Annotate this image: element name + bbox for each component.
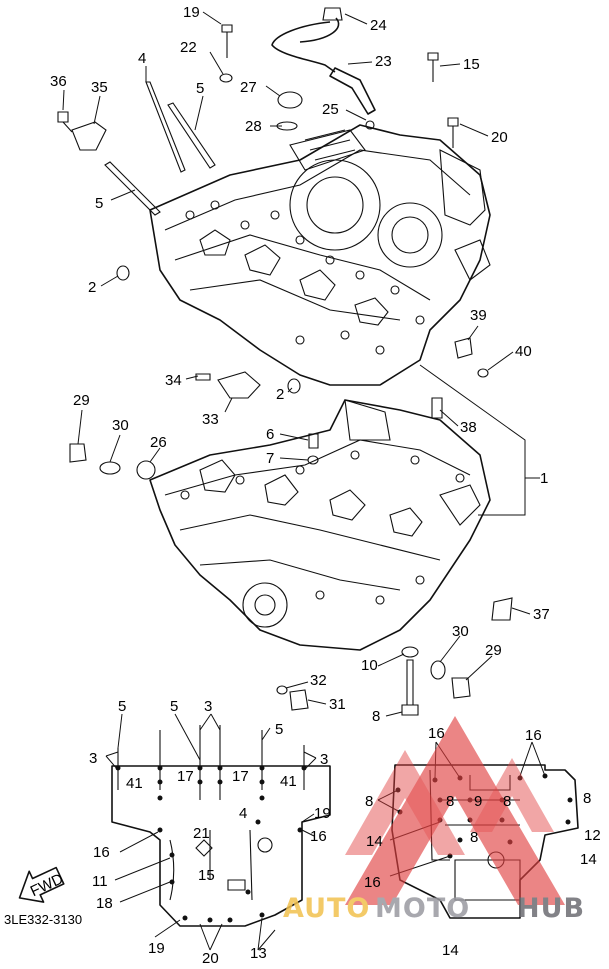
bolt-layout-right-labels: 16 16 8 8 9 8 8 12 14 8 14 16 14 (364, 725, 601, 959)
callout-15: 15 (463, 56, 480, 73)
bolt-label-5a: 5 (118, 698, 126, 715)
watermark-auto: AUTO (283, 893, 370, 924)
callout-labels: 19 24 22 23 15 4 5 36 35 27 25 28 20 5 2… (50, 4, 550, 725)
bolt-label-15: 15 (198, 867, 215, 884)
bolt-label-13: 13 (250, 945, 267, 962)
bolt-label-r8a: 8 (365, 793, 373, 810)
bolt-label-41a: 41 (126, 775, 143, 792)
callout-8: 8 (372, 708, 380, 725)
bolt-label-r8e: 8 (470, 829, 478, 846)
bolt-label-41b: 41 (280, 773, 297, 790)
watermark-hub: HUB (517, 893, 585, 924)
bolt-label-17b: 17 (232, 768, 249, 785)
callout-4: 4 (138, 50, 146, 67)
bolt-label-r12: 12 (584, 827, 601, 844)
bolt-label-r8b: 8 (446, 793, 454, 810)
callout-5-top: 5 (196, 80, 204, 97)
callout-24: 24 (370, 17, 387, 34)
bolt-label-r14a: 14 (366, 833, 383, 850)
small-parts (57, 7, 540, 716)
bolt-label-r14c: 14 (442, 942, 459, 959)
bolt-label-5b: 5 (170, 698, 178, 715)
callout-27: 27 (240, 79, 257, 96)
bolt-label-3c: 3 (320, 751, 328, 768)
bolt-label-4: 4 (239, 805, 247, 822)
watermark-triangle (345, 716, 565, 905)
bolt-layout-left-labels: 5 5 3 5 3 3 41 17 17 41 4 19 16 21 16 11… (89, 698, 331, 967)
bolt-label-r16b: 16 (525, 727, 542, 744)
callout-25: 25 (322, 101, 339, 118)
callout-35: 35 (91, 79, 108, 96)
callout-36: 36 (50, 73, 67, 90)
callout-6: 6 (266, 426, 274, 443)
callout-5-left: 5 (95, 195, 103, 212)
diagram-code: 3LE332-3130 (4, 912, 82, 927)
callout-2-upper: 2 (88, 279, 96, 296)
watermark-moto: MOTO (375, 893, 470, 924)
callout-19: 19 (183, 4, 200, 21)
bolt-label-r8d: 8 (583, 790, 591, 807)
bolt-label-11: 11 (92, 873, 108, 890)
leader-lines (62, 11, 531, 717)
bolt-label-r16a: 16 (428, 725, 445, 742)
callout-29-left: 29 (73, 392, 90, 409)
callout-1: 1 (540, 470, 548, 487)
bolt-label-16b: 16 (310, 828, 327, 845)
bolt-label-r14b: 14 (580, 851, 597, 868)
upper-crankcase (149, 124, 491, 386)
callout-38: 38 (460, 419, 477, 436)
callout-39: 39 (470, 307, 487, 324)
callout-22: 22 (180, 39, 197, 56)
callout-7: 7 (266, 450, 274, 467)
callout-20: 20 (491, 129, 508, 146)
callout-33: 33 (202, 411, 219, 428)
lower-crankcase (149, 399, 491, 651)
bolt-label-r9: 9 (474, 793, 482, 810)
bolt-label-19: 19 (314, 805, 331, 822)
callout-34: 34 (165, 372, 182, 389)
fwd-label: FWD (28, 870, 66, 900)
bolt-label-20: 20 (202, 950, 219, 967)
callout-30-left: 30 (112, 417, 129, 434)
bolt-label-r16c: 16 (364, 874, 381, 891)
bolt-label-21: 21 (193, 825, 210, 842)
bolt-label-16a: 16 (93, 844, 110, 861)
callout-23: 23 (375, 53, 392, 70)
callout-40: 40 (515, 343, 532, 360)
bolt-label-17a: 17 (177, 768, 194, 785)
callout-2-lower: 2 (276, 386, 284, 403)
callout-31: 31 (329, 696, 346, 713)
bolt-layout-left (105, 713, 331, 951)
bolt-label-19b: 19 (148, 940, 165, 957)
bolt-label-3a: 3 (204, 698, 212, 715)
fwd-arrow (18, 866, 65, 903)
callout-32: 32 (310, 672, 327, 689)
callout-26: 26 (150, 434, 167, 451)
callout-29-right: 29 (485, 642, 502, 659)
watermark-logo: AUTO MOTO HUB (283, 716, 585, 924)
callout-37: 37 (533, 606, 550, 623)
callout-28: 28 (245, 118, 262, 135)
callout-10: 10 (361, 657, 378, 674)
bolt-label-5c: 5 (275, 721, 283, 738)
bolt-label-18: 18 (96, 895, 113, 912)
bolt-label-3b: 3 (89, 750, 97, 767)
callout-30-right: 30 (452, 623, 469, 640)
bolt-label-r8c: 8 (503, 793, 511, 810)
